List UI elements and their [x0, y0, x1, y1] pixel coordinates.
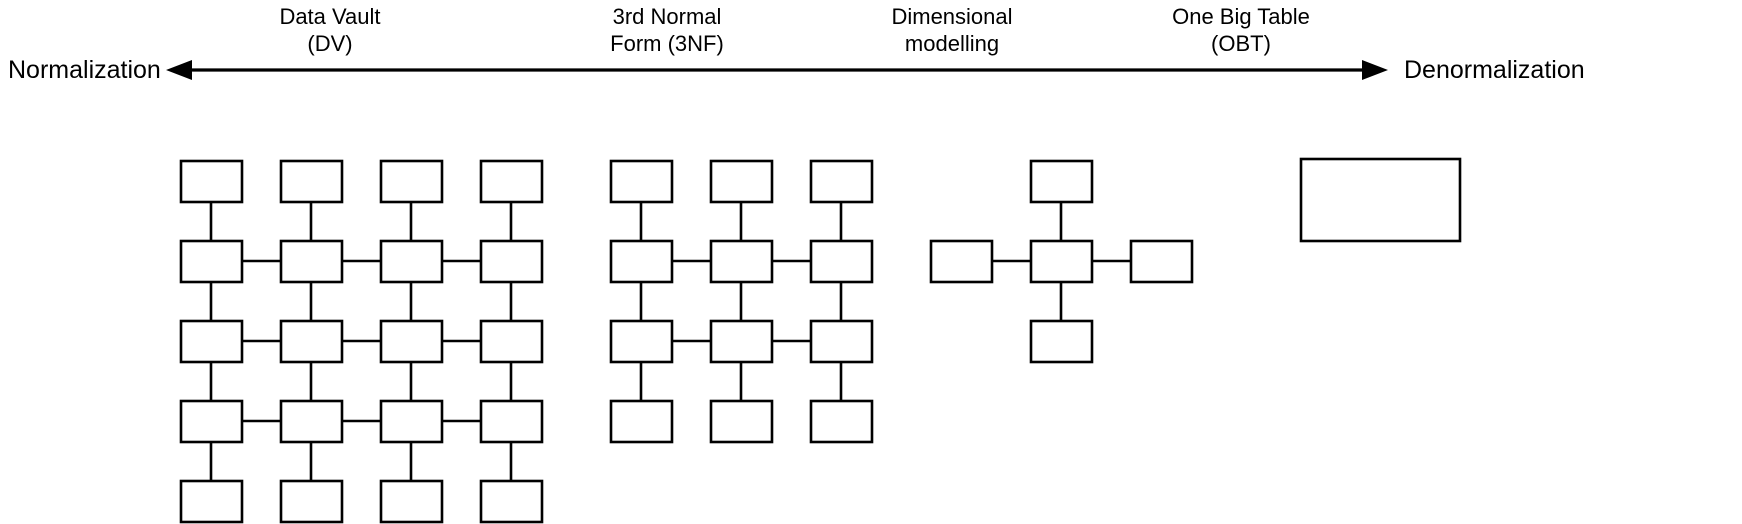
tnf-horizontal-links [672, 259, 811, 343]
dv-node[interactable] [179, 399, 244, 444]
dv-node[interactable] [179, 479, 244, 524]
star-links [992, 202, 1131, 321]
stage-labels: Data Vault (DV) 3rd Normal Form (3NF) Di… [279, 4, 1309, 56]
dv-node[interactable] [479, 319, 544, 364]
tnf-node[interactable] [809, 239, 874, 284]
tnf-vertical-links [639, 202, 843, 401]
dv-node[interactable] [179, 319, 244, 364]
dv-node[interactable] [379, 479, 444, 524]
stage-label-data-vault-line1: Data Vault [279, 4, 380, 29]
dv-node[interactable] [479, 399, 544, 444]
axis-label-denormalization: Denormalization [1404, 56, 1585, 84]
dv-node[interactable] [379, 399, 444, 444]
dv-vertical-links [209, 202, 513, 481]
dv-node[interactable] [279, 159, 344, 204]
stage-label-dimensional-line2: modelling [905, 31, 999, 56]
tnf-node[interactable] [809, 399, 874, 444]
dv-node[interactable] [379, 239, 444, 284]
star-dimension-node-left[interactable] [929, 239, 994, 284]
tnf-node[interactable] [709, 319, 774, 364]
dv-node[interactable] [479, 479, 544, 524]
tnf-node[interactable] [809, 319, 874, 364]
dimensional-modelling-model [929, 159, 1194, 364]
stage-label-dimensional-line1: Dimensional [891, 4, 1012, 29]
data-vault-model [179, 159, 544, 524]
third-normal-form-model [609, 159, 874, 444]
dv-node[interactable] [179, 159, 244, 204]
axis-arrow-right-icon [1362, 60, 1388, 80]
tnf-node[interactable] [809, 159, 874, 204]
dv-node[interactable] [379, 159, 444, 204]
star-dimension-node-bottom[interactable] [1029, 319, 1094, 364]
dv-node[interactable] [279, 399, 344, 444]
stage-label-obt-line2: (OBT) [1211, 31, 1271, 56]
dv-node[interactable] [379, 319, 444, 364]
one-big-table-model [1299, 157, 1462, 243]
dv-node[interactable] [479, 239, 544, 284]
dv-node[interactable] [279, 319, 344, 364]
dv-node[interactable] [179, 239, 244, 284]
axis-arrow-left-icon [166, 60, 192, 80]
star-dimension-node-top[interactable] [1029, 159, 1094, 204]
tnf-node[interactable] [709, 159, 774, 204]
stage-label-3nf-line2: Form (3NF) [610, 31, 724, 56]
stage-label-data-vault-line2: (DV) [307, 31, 352, 56]
tnf-node[interactable] [609, 319, 674, 364]
dv-node[interactable] [479, 159, 544, 204]
dv-node[interactable] [279, 239, 344, 284]
star-nodes [929, 159, 1194, 364]
obt-node[interactable] [1299, 157, 1462, 243]
dv-horizontal-links [242, 259, 481, 423]
tnf-nodes [609, 159, 874, 444]
stage-label-3nf-line1: 3rd Normal [613, 4, 722, 29]
star-fact-node-center[interactable] [1029, 239, 1094, 284]
normalization-axis: Normalization Denormalization [8, 56, 1585, 84]
dv-node[interactable] [279, 479, 344, 524]
dv-nodes [179, 159, 544, 524]
tnf-node[interactable] [709, 239, 774, 284]
tnf-node[interactable] [709, 399, 774, 444]
axis-label-normalization: Normalization [8, 56, 161, 84]
tnf-node[interactable] [609, 399, 674, 444]
star-dimension-node-right[interactable] [1129, 239, 1194, 284]
tnf-node[interactable] [609, 159, 674, 204]
tnf-node[interactable] [609, 239, 674, 284]
stage-label-obt-line1: One Big Table [1172, 4, 1310, 29]
